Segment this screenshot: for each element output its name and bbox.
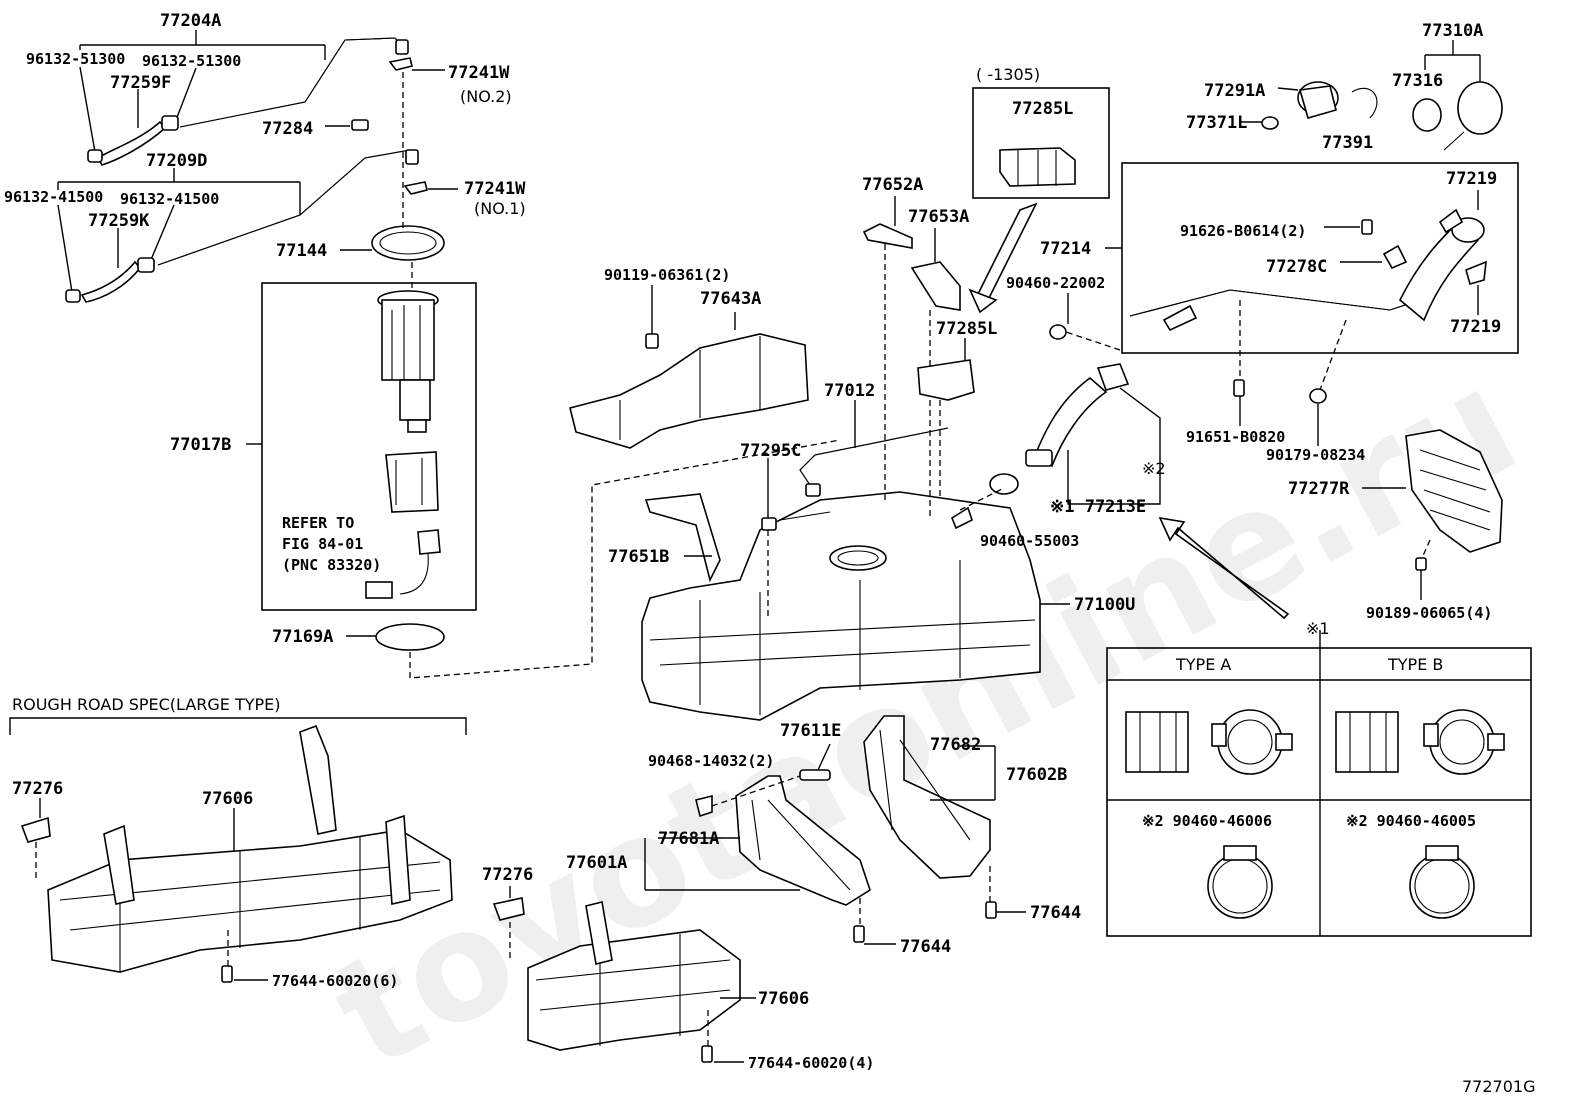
label-77241W-no2: 77241W bbox=[448, 63, 510, 83]
label-77277R: 77277R bbox=[1288, 479, 1350, 499]
label-77100U: 77100U bbox=[1074, 595, 1135, 615]
label-77204A: 77204A bbox=[160, 11, 221, 31]
label-77219-bottom: 77219 bbox=[1450, 317, 1501, 337]
label-77681A: 77681A bbox=[658, 829, 719, 849]
label-91651-B0820: 91651-B0820 bbox=[1186, 428, 1285, 446]
label-clamp-a: ※2 90460-46006 bbox=[1142, 812, 1272, 830]
part-labels: 77204A 96132-51300 96132-51300 77259F 77… bbox=[4, 11, 1535, 1096]
label-77259F: 77259F bbox=[110, 73, 171, 93]
label-77653A: 77653A bbox=[908, 207, 969, 227]
label-77611E: 77611E bbox=[780, 721, 841, 741]
label-77651B: 77651B bbox=[608, 547, 669, 567]
label-77144: 77144 bbox=[276, 241, 327, 261]
label-77209D: 77209D bbox=[146, 151, 207, 171]
label-77012: 77012 bbox=[824, 381, 875, 401]
label-date-range: ( -1305) bbox=[976, 65, 1040, 84]
label-pnc-ref: (PNC 83320) bbox=[282, 556, 381, 574]
label-90460-55003: 90460-55003 bbox=[980, 532, 1079, 550]
label-77214: 77214 bbox=[1040, 239, 1091, 259]
tank-pad-a bbox=[862, 223, 913, 249]
label-90189-06065: 90189-06065(4) bbox=[1366, 604, 1492, 622]
fuel-tank bbox=[641, 491, 1070, 721]
tank-band-protector bbox=[644, 493, 721, 583]
heat-insulator bbox=[569, 285, 809, 449]
fuel-hose-group-lower bbox=[57, 72, 458, 303]
label-77278C: 77278C bbox=[1266, 257, 1327, 277]
label-90468-14032: 90468-14032(2) bbox=[648, 752, 774, 770]
label-77276-left: 77276 bbox=[12, 779, 63, 799]
label-no1: (NO.1) bbox=[474, 199, 526, 218]
fuel-hose-group-upper bbox=[79, 30, 445, 166]
label-77310A: 77310A bbox=[1422, 21, 1483, 41]
label-77606-mid: 77606 bbox=[758, 989, 809, 1009]
label-77644-60020-4: 77644-60020(4) bbox=[748, 1054, 874, 1072]
label-mark1: ※1 bbox=[1306, 619, 1330, 638]
label-90460-22002: 90460-22002 bbox=[1006, 274, 1105, 292]
label-77213E: ※1 77213E bbox=[1050, 497, 1146, 517]
label-91626-B0614: 91626-B0614(2) bbox=[1180, 222, 1306, 240]
label-77652A: 77652A bbox=[862, 175, 923, 195]
connector-type-table bbox=[1106, 630, 1532, 937]
label-77602B: 77602B bbox=[1006, 765, 1067, 785]
label-77284: 77284 bbox=[262, 119, 313, 139]
rough-road-bracket bbox=[9, 717, 467, 983]
pipe-clamp bbox=[917, 359, 975, 401]
reference-arrow bbox=[1158, 516, 1290, 620]
gasket-ring bbox=[375, 623, 445, 651]
label-77259K: 77259K bbox=[88, 211, 150, 231]
label-77644-60020-6: 77644-60020(6) bbox=[272, 972, 398, 990]
filler-cap-group bbox=[1240, 40, 1503, 151]
tank-bracket bbox=[492, 886, 756, 1063]
tank-pad-b bbox=[910, 261, 961, 311]
label-mark2: ※2 bbox=[1142, 459, 1166, 478]
label-77316: 77316 bbox=[1392, 71, 1443, 91]
tank-band-straps bbox=[644, 715, 1026, 945]
label-clamp-b: ※2 90460-46005 bbox=[1346, 812, 1476, 830]
label-no2: (NO.2) bbox=[460, 87, 512, 106]
label-refer-to: REFER TO bbox=[282, 514, 354, 532]
label-rough-road-spec: ROUGH ROAD SPEC(LARGE TYPE) bbox=[12, 695, 281, 714]
label-77391: 77391 bbox=[1322, 133, 1373, 153]
figure-code: 772701G bbox=[1462, 1077, 1535, 1096]
label-96132-41500-a: 96132-41500 bbox=[4, 188, 103, 206]
label-77644-right: 77644 bbox=[1030, 903, 1081, 923]
label-77606-left: 77606 bbox=[202, 789, 253, 809]
vent-tube bbox=[799, 400, 949, 497]
filler-pipe-box bbox=[1049, 162, 1519, 446]
label-77682: 77682 bbox=[930, 735, 981, 755]
label-fig-ref: FIG 84-01 bbox=[282, 535, 363, 553]
pipe-clamp-box bbox=[968, 87, 1110, 314]
label-77643A: 77643A bbox=[700, 289, 761, 309]
label-type-a: TYPE A bbox=[1175, 655, 1231, 674]
label-77241W-no1: 77241W bbox=[464, 179, 526, 199]
label-type-b: TYPE B bbox=[1387, 655, 1443, 674]
label-90119-06361: 90119-06361(2) bbox=[604, 266, 730, 284]
label-77285L-box: 77285L bbox=[1012, 99, 1073, 119]
label-90179-08234: 90179-08234 bbox=[1266, 446, 1365, 464]
label-77601A: 77601A bbox=[566, 853, 627, 873]
label-77291A: 77291A bbox=[1204, 81, 1265, 101]
label-77371L: 77371L bbox=[1186, 113, 1247, 133]
label-96132-51300-a: 96132-51300 bbox=[26, 50, 125, 68]
label-77644-mid: 77644 bbox=[900, 937, 951, 957]
fuel-pump-assembly bbox=[246, 262, 477, 611]
label-96132-41500-b: 96132-41500 bbox=[120, 190, 219, 208]
label-77219-top: 77219 bbox=[1446, 169, 1497, 189]
hose-clamp bbox=[989, 473, 1019, 495]
label-96132-51300-b: 96132-51300 bbox=[142, 52, 241, 70]
label-77169A: 77169A bbox=[272, 627, 333, 647]
label-77295C: 77295C bbox=[740, 441, 801, 461]
filler-hose bbox=[959, 363, 1161, 511]
tank-fitting bbox=[761, 458, 831, 620]
label-77276-mid: 77276 bbox=[482, 865, 533, 885]
label-77285L: 77285L bbox=[936, 319, 997, 339]
label-77017B: 77017B bbox=[170, 435, 231, 455]
filler-protector bbox=[1362, 429, 1503, 600]
